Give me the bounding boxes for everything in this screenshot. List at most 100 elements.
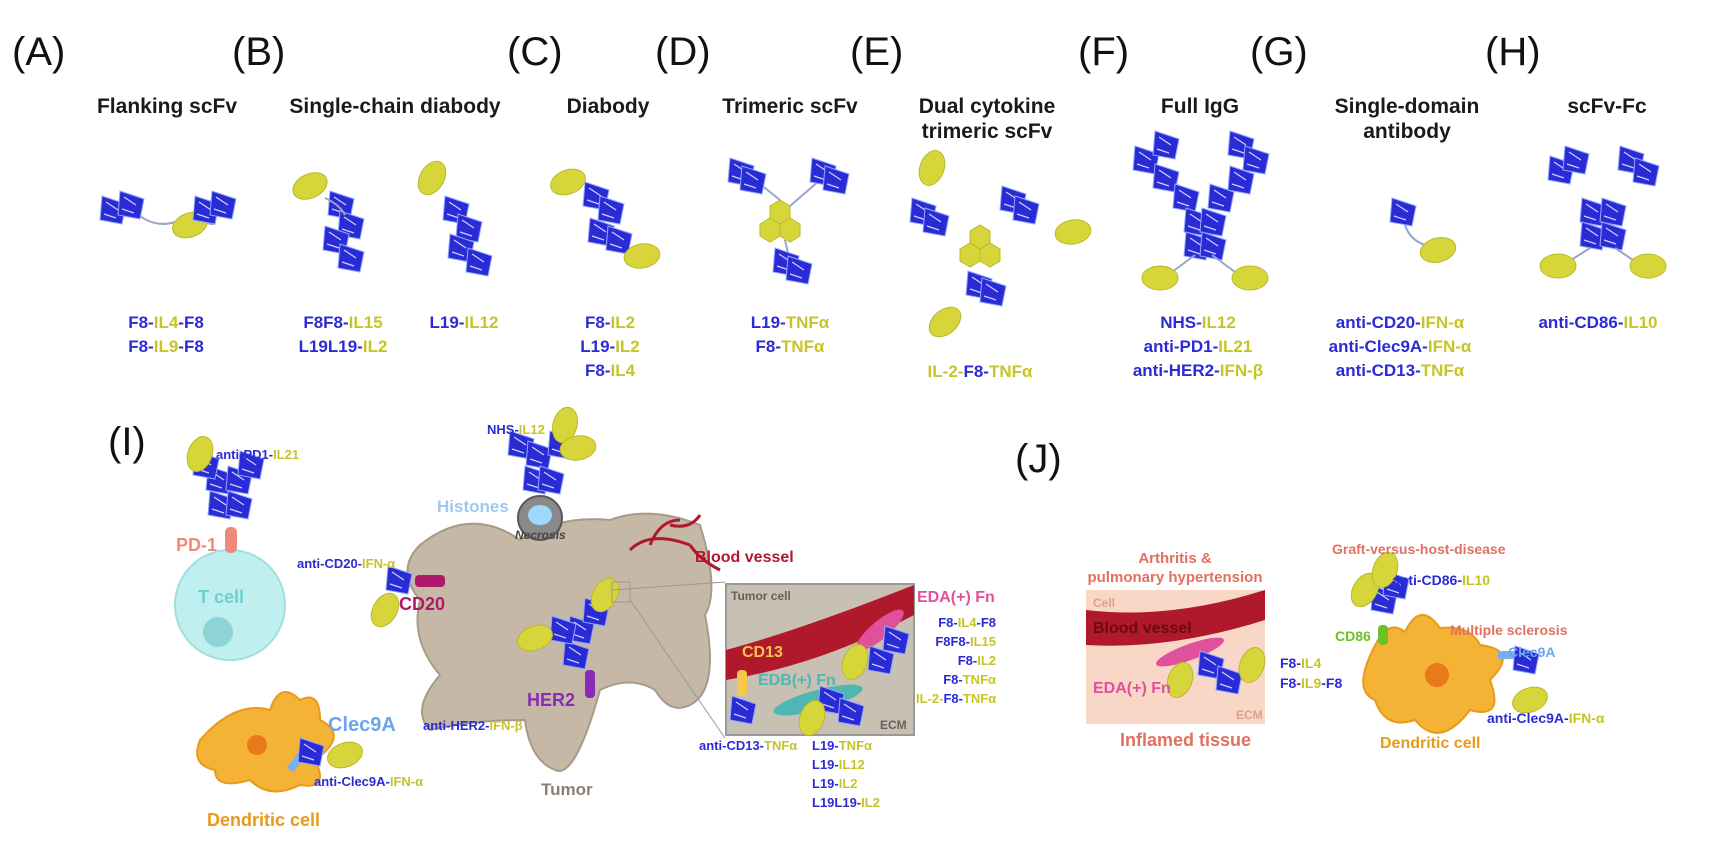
panel-letter-a: (A) [12, 30, 66, 74]
label-segment: TNFα [785, 313, 830, 332]
label-segment: L19- [580, 337, 616, 356]
construct-label: F8-IL9-F8 [1280, 673, 1342, 693]
panel-letter-i: (I) [108, 420, 146, 464]
label-segment: TNFα [962, 691, 997, 706]
label-segment: IL21 [273, 447, 300, 462]
inflamed-tissue-label: Inflamed tissue [1120, 730, 1252, 750]
tumor-inset [725, 583, 915, 740]
t-cell-icon [174, 432, 286, 661]
label-segment: anti-HER2- [423, 718, 490, 733]
label-segment: F8- [755, 337, 782, 356]
eda-fn-label: EDA(+) Fn [917, 589, 995, 606]
construct-label: F8F8-IL15 [916, 632, 996, 651]
construct-label: NHS-IL12 [1133, 311, 1263, 335]
title-full-igg: Full IgG [1160, 95, 1240, 118]
label-segment: anti-Clec9A- [1487, 710, 1569, 726]
nhs-conjugate-label: NHS-IL12 [487, 420, 545, 439]
label-segment: IFN-α [1427, 337, 1472, 356]
label-segment: IL10 [1623, 313, 1658, 332]
construct-label: L19-IL2 [812, 774, 880, 793]
blood-vessel-label: Blood vessel [695, 549, 794, 566]
label-segment: L19- [812, 776, 839, 791]
cd20-conjugate-label: anti-CD20-IFN-α [297, 554, 395, 573]
title-diabody: Diabody [566, 95, 650, 118]
label-segment: -F8 [178, 337, 204, 356]
label-segment: anti-PD1- [1143, 337, 1219, 356]
scfv-fc-icon [1539, 145, 1667, 279]
label-segment: IL9 [1301, 675, 1322, 691]
label-segment: IL2 [861, 795, 880, 810]
label-segment: F8- [584, 313, 611, 332]
label-segment: TNFα [1420, 361, 1465, 380]
blood-vessel-icon [611, 514, 726, 739]
label-segment: -F8 [1321, 675, 1343, 691]
construct-label: F8-IL4-F8 [128, 311, 204, 335]
title-single-chain-diabody: Single-chain diabody [289, 95, 501, 118]
label-segment: TNFα [988, 362, 1033, 381]
cd86-label: CD86 [1335, 628, 1371, 644]
tumor-label: Tumor [541, 780, 593, 799]
label-segment: L19L19- [812, 795, 862, 810]
label-segment: IL2 [838, 776, 858, 791]
construct-label: L19-TNFα [812, 736, 880, 755]
label-segment: anti-CD13- [699, 738, 765, 753]
label-segment: IL2 [610, 313, 636, 332]
construct-label: anti-PD1-IL21 [216, 445, 299, 464]
labels-e: IL-2-F8-TNFα [928, 360, 1033, 384]
pd1-label: PD-1 [176, 535, 218, 555]
label-segment: IL4 [957, 615, 977, 630]
label-segment: IFN-α [1420, 313, 1465, 332]
label-segment: F8F8- [935, 634, 970, 649]
label-segment: IL10 [1462, 572, 1491, 588]
construct-label: L19-IL12 [812, 755, 880, 774]
label-segment: anti-CD20- [297, 556, 363, 571]
label-segment: anti-CD86- [1392, 572, 1463, 588]
label-segment: IFN-β [1219, 361, 1264, 380]
construct-label: anti-CD86-IL10 [1538, 311, 1657, 335]
label-segment: IL4 [1301, 655, 1322, 671]
label-segment: TNFα [781, 337, 825, 356]
cd86-conjugate-label: anti-CD86-IL10 [1392, 570, 1490, 590]
j-blood-vessel-label: Blood vessel [1093, 620, 1192, 637]
multiple-sclerosis-label: Multiple sclerosis [1450, 622, 1568, 638]
label-segment: IL15 [348, 313, 383, 332]
label-segment: L19- [429, 313, 465, 332]
cd13-conjugate-label: anti-CD13-TNFα [699, 736, 797, 755]
construct-label: F8F8-IL15 [299, 311, 388, 335]
j-ecm-label: ECM [1236, 708, 1263, 722]
construct-label: L19-IL12 [430, 311, 499, 335]
label-segment: F8F8- [303, 313, 349, 332]
label-segment: IL4 [610, 361, 636, 380]
title-flanking-scfv: Flanking scFv [96, 95, 238, 118]
label-segment: L19- [812, 738, 839, 753]
label-segment: -F8 [976, 615, 997, 630]
construct-label: L19-TNFα [751, 311, 829, 335]
panel-letter-j: (J) [1015, 437, 1062, 481]
construct-label: anti-Clec9A-IFN-α [1487, 708, 1605, 728]
label-segment: TNFα [962, 672, 996, 687]
construct-label: IL-2-F8-TNFα [916, 689, 996, 708]
cd20-label: CD20 [399, 594, 446, 614]
label-segment: IL-2- [916, 691, 944, 706]
dual-cytokine-trimeric-scfv-icon [909, 146, 1094, 344]
tumor-cell-label: Tumor cell [731, 589, 791, 603]
label-segment: F8- [584, 361, 611, 380]
label-segment: IL21 [1218, 337, 1253, 356]
label-segment: NHS- [487, 422, 519, 437]
construct-label: anti-PD1-IL21 [1133, 335, 1263, 359]
gvhd-label: Graft-versus-host-disease [1332, 541, 1506, 557]
label-segment: TNFα [764, 738, 798, 753]
construct-label: IL-2-F8-TNFα [928, 360, 1033, 384]
construct-label: anti-CD20-IFN-α [297, 554, 395, 573]
title-trimeric-scfv: Trimeric scFv [722, 95, 858, 118]
label-segment: IFN-β [489, 718, 523, 733]
full-igg-icon [1132, 130, 1270, 291]
label-segment: IL2 [362, 337, 388, 356]
inflamed-tissue-icon [1086, 590, 1270, 724]
